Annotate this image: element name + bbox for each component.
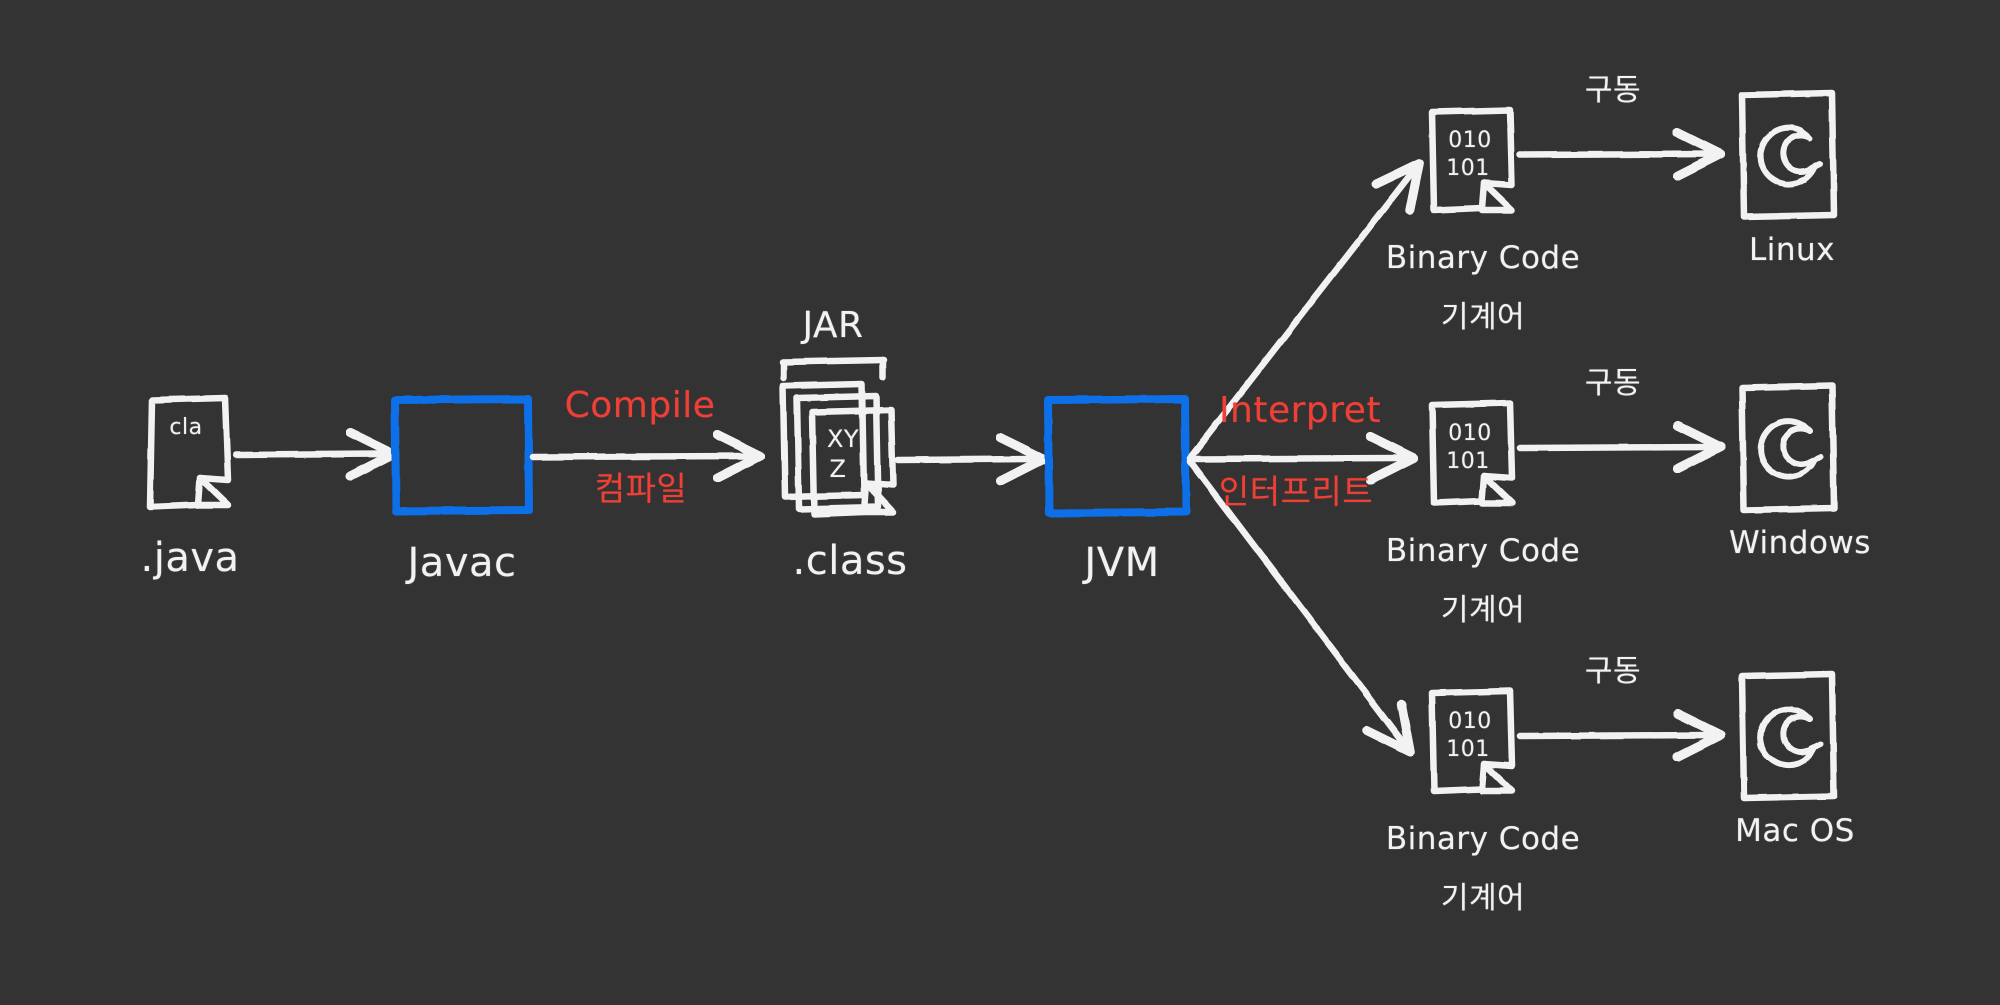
binary-document-text-line1-windows: 010 (1448, 421, 1492, 446)
interpret-label-en: Interpret (1218, 390, 1382, 431)
jvm-label: JVM (1084, 540, 1160, 586)
run-label-linux: 구동 (1584, 73, 1642, 108)
run-label-macos: 구동 (1584, 654, 1642, 689)
binary-document-text-line2-macos: 101 (1446, 737, 1490, 762)
binary-code-label-macos: Binary Code (1385, 821, 1581, 857)
compile-label-en: Compile (564, 385, 716, 426)
binary-document-icon-windows (1428, 399, 1516, 507)
java-source-label: .java (140, 535, 240, 581)
jvm-box (1044, 395, 1190, 517)
arrow-binary-to-macos (1516, 735, 1712, 736)
javac-box (391, 395, 533, 515)
arrow-binary-to-windows (1516, 447, 1712, 448)
class-document-text-line1: XY (826, 425, 860, 453)
class-document-text-line2: Z (829, 455, 847, 483)
binary-document-text-line2-windows: 101 (1446, 449, 1490, 474)
os-swirl-icon-windows (1757, 418, 1823, 481)
run-label-windows: 구동 (1584, 366, 1642, 401)
binary-document-text-line1-macos: 010 (1448, 709, 1492, 734)
binary-document-text-line1-linux: 010 (1448, 128, 1492, 153)
binary-document-text-line2-linux: 101 (1446, 156, 1490, 181)
binary-code-label-windows: Binary Code (1385, 533, 1581, 569)
os-box-macos (1738, 670, 1838, 802)
arrow-class-to-jvm (894, 459, 1035, 460)
os-label-macos: Mac OS (1735, 813, 1855, 849)
javac-label: Javac (407, 540, 517, 586)
os-label-windows: Windows (1729, 525, 1871, 561)
binary-code-label-kr-macos: 기계어 (1440, 881, 1526, 916)
interpret-label-kr: 인터프리트 (1218, 472, 1374, 511)
os-box-linux (1738, 89, 1838, 221)
binary-code-label-kr-windows: 기계어 (1440, 593, 1526, 628)
arrow-javac-to-class (529, 456, 752, 457)
class-documents-stack (779, 380, 897, 518)
jar-bracket-label: JAR (802, 305, 864, 346)
class-files-label: .class (792, 538, 908, 584)
arrow-binary-to-linux (1516, 154, 1712, 155)
java-document-icon (146, 394, 232, 511)
arrow-jvm-to-linux (1186, 170, 1414, 462)
os-label-linux: Linux (1748, 232, 1836, 268)
binary-code-label-kr-linux: 기계어 (1440, 300, 1526, 335)
arrow-jvm-to-macos (1186, 457, 1405, 745)
binary-document-icon-linux (1428, 106, 1516, 214)
os-swirl-icon-macos (1757, 706, 1823, 769)
binary-document-icon-macos (1428, 687, 1516, 795)
binary-code-label-linux: Binary Code (1385, 240, 1581, 276)
compile-label-kr: 컴파일 (594, 469, 688, 508)
os-swirl-icon-linux (1757, 125, 1823, 188)
java-document-text: cla (169, 415, 203, 440)
os-box-windows (1738, 382, 1838, 514)
arrow-source-to-javac (232, 454, 385, 455)
arrow-jvm-to-windows (1188, 458, 1405, 459)
jar-bracket (779, 356, 888, 382)
